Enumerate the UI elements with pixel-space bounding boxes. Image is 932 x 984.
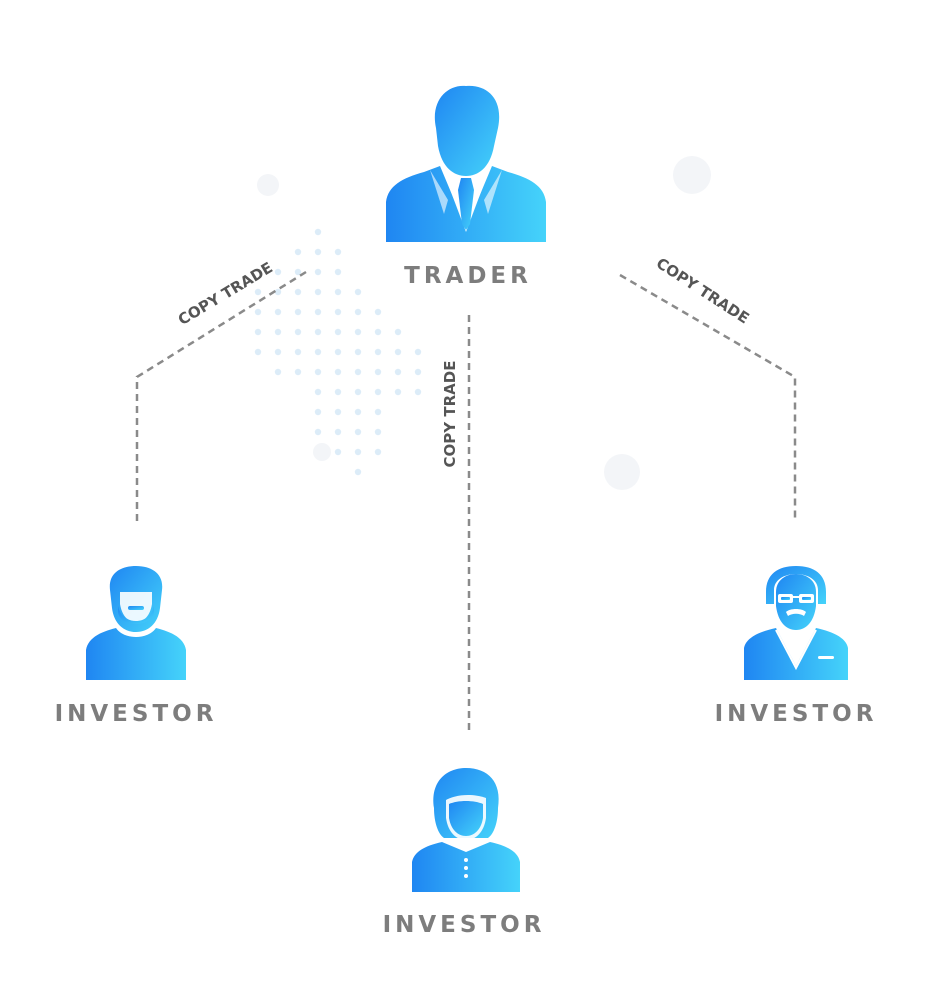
dot-decoration <box>314 288 322 296</box>
bubble-decoration <box>257 174 279 196</box>
female-investor-icon <box>412 768 520 892</box>
edge-label-left: COPY TRADE <box>175 258 276 329</box>
dot-decoration <box>354 388 362 396</box>
dot-decoration <box>294 248 302 256</box>
dot-decoration <box>294 348 302 356</box>
dot-decoration <box>274 268 282 276</box>
dot-decoration <box>414 348 422 356</box>
investor-left-node: INVESTOR <box>55 566 218 727</box>
dot-decoration <box>294 328 302 336</box>
dot-decoration <box>314 348 322 356</box>
dot-decoration <box>294 288 302 296</box>
dot-decoration <box>334 308 342 316</box>
edge-label-center: COPY TRADE <box>441 361 459 468</box>
dot-decoration <box>314 268 322 276</box>
dot-decoration <box>254 288 262 296</box>
investor-right-node: INVESTOR <box>715 566 878 727</box>
dot-decoration <box>274 328 282 336</box>
dot-decoration <box>254 308 262 316</box>
investor-center-node: INVESTOR <box>383 768 546 938</box>
dot-decoration <box>334 268 342 276</box>
bearded-investor-icon <box>86 566 186 680</box>
bubble-decoration <box>313 443 331 461</box>
dot-decoration <box>354 348 362 356</box>
dot-decoration <box>314 328 322 336</box>
dot-decoration <box>394 328 402 336</box>
dot-decoration <box>334 248 342 256</box>
dot-decoration <box>254 328 262 336</box>
connectors <box>135 270 797 735</box>
dot-decoration <box>294 368 302 376</box>
dot-decoration <box>414 368 422 376</box>
dot-decoration <box>394 348 402 356</box>
dot-decoration <box>374 428 382 436</box>
dot-decoration <box>374 348 382 356</box>
dot-decoration <box>374 308 382 316</box>
dot-decoration <box>374 328 382 336</box>
dot-decoration <box>314 368 322 376</box>
bubble-decoration <box>604 454 640 490</box>
dot-decoration <box>374 368 382 376</box>
dot-decoration <box>354 368 362 376</box>
dot-decoration <box>314 248 322 256</box>
dot-decoration <box>334 388 342 396</box>
dot-grid-decoration <box>254 228 422 476</box>
dot-decoration <box>354 428 362 436</box>
dot-decoration <box>334 448 342 456</box>
dot-decoration <box>394 388 402 396</box>
connector-right <box>619 273 797 522</box>
dot-decoration <box>354 468 362 476</box>
dot-decoration <box>314 388 322 396</box>
dot-decoration <box>314 408 322 416</box>
dot-decoration <box>254 348 262 356</box>
trader-node: TRADER <box>386 85 546 289</box>
background-decoration <box>254 156 711 490</box>
dot-decoration <box>414 388 422 396</box>
dot-decoration <box>314 308 322 316</box>
investor-left-label: INVESTOR <box>55 701 218 727</box>
dot-decoration <box>334 428 342 436</box>
senior-investor-icon <box>744 566 848 680</box>
dot-decoration <box>374 408 382 416</box>
dot-decoration <box>374 448 382 456</box>
edge-label-right: COPY TRADE <box>653 254 752 327</box>
dot-decoration <box>274 288 282 296</box>
trader-icon <box>386 85 546 242</box>
dot-decoration <box>334 368 342 376</box>
dot-decoration <box>334 288 342 296</box>
dot-decoration <box>354 288 362 296</box>
dot-decoration <box>274 308 282 316</box>
dot-decoration <box>354 308 362 316</box>
dot-decoration <box>354 408 362 416</box>
dot-decoration <box>334 348 342 356</box>
dot-decoration <box>294 268 302 276</box>
dot-decoration <box>354 328 362 336</box>
dot-decoration <box>274 348 282 356</box>
dot-decoration <box>334 408 342 416</box>
connector-left <box>135 270 307 522</box>
dot-decoration <box>394 368 402 376</box>
bubble-decoration <box>673 156 711 194</box>
dot-decoration <box>314 228 322 236</box>
dot-decoration <box>314 428 322 436</box>
investor-center-label: INVESTOR <box>383 912 546 938</box>
dot-decoration <box>374 388 382 396</box>
dot-decoration <box>294 308 302 316</box>
dot-decoration <box>354 448 362 456</box>
dot-decoration <box>334 328 342 336</box>
trader-label: TRADER <box>404 263 532 289</box>
dot-decoration <box>274 368 282 376</box>
investor-right-label: INVESTOR <box>715 701 878 727</box>
